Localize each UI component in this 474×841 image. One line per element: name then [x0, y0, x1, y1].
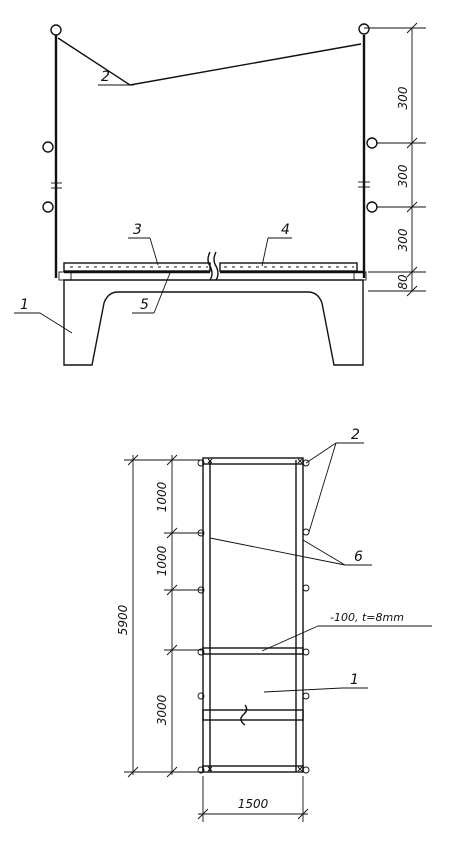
leader-plate — [261, 625, 319, 652]
dim-300-middle: 300 — [396, 164, 410, 187]
dim-tick — [166, 644, 178, 656]
leader-1-top — [39, 312, 73, 334]
right-post-top-knob — [358, 23, 370, 35]
dim-tick — [406, 266, 418, 278]
ring-right-3 — [302, 648, 310, 656]
dim-tick — [166, 766, 178, 778]
top-end-beam — [202, 457, 304, 465]
dim-tick — [166, 454, 178, 466]
ring-right-1 — [302, 528, 310, 536]
dim-300-upper: 300 — [396, 86, 410, 109]
dim-tick — [406, 22, 418, 34]
left-post-ring-lower — [42, 201, 54, 213]
top-beam-crosses — [207, 458, 303, 464]
leader-6-left — [209, 537, 346, 566]
bottom-end-beam — [202, 765, 304, 773]
ring-left-4 — [197, 692, 205, 700]
callout-1-top: 1 — [20, 297, 29, 313]
leader-3 — [149, 237, 159, 266]
dim-tick — [297, 808, 309, 820]
leader-2-bottom-b — [308, 442, 337, 533]
dim-tick — [127, 454, 139, 466]
corner-ring — [197, 766, 205, 774]
dim-tick — [406, 285, 418, 297]
leader-2-bottom-a — [305, 442, 337, 464]
right-post-ring-lower — [366, 201, 378, 213]
break-band — [202, 709, 304, 721]
right-post-ring-upper — [366, 137, 378, 149]
corner-ring — [302, 459, 310, 467]
dim-tick — [197, 808, 209, 820]
support-frame — [63, 279, 364, 366]
callout-2-bottom: 2 — [351, 427, 360, 443]
break-symbol — [240, 704, 248, 726]
cross-plate — [202, 647, 304, 655]
dim-3000: 3000 — [155, 694, 169, 725]
dim-300-lower: 300 — [396, 228, 410, 251]
dim-1000-upper: 1000 — [155, 481, 169, 512]
ring-right-2 — [302, 584, 310, 592]
dim-tick — [406, 137, 418, 149]
dim-tick — [406, 201, 418, 213]
leader-4 — [261, 237, 269, 267]
dim-1000-lower: 1000 — [155, 545, 169, 576]
leader-5 — [153, 272, 171, 314]
deck-break-left — [207, 251, 213, 281]
callout-6: 6 — [354, 549, 363, 565]
dim-1500: 1500 — [238, 797, 269, 811]
deck-break-right — [213, 251, 219, 281]
corner-ring — [302, 766, 310, 774]
left-post-top-knob — [50, 24, 62, 36]
left-bearing — [58, 271, 72, 281]
ring-left-3 — [197, 648, 205, 656]
dim-80: 80 — [396, 274, 410, 290]
callout-1-bottom: 1 — [350, 672, 359, 688]
callout-4: 4 — [281, 222, 290, 238]
dim-tick — [127, 766, 139, 778]
callout-2-top: 2 — [101, 69, 110, 85]
dim-tick — [166, 584, 178, 596]
cable-right — [129, 43, 362, 86]
ring-right-4 — [302, 692, 310, 700]
leader-1-bottom — [263, 687, 343, 693]
callout-3: 3 — [133, 222, 142, 238]
left-post-ring-upper — [42, 141, 54, 153]
callout-5: 5 — [140, 297, 149, 313]
dim-5900: 5900 — [116, 604, 130, 635]
cable-left — [57, 37, 131, 86]
plan-view: 1000 1000 3000 5900 1500 2 6 -100, t=8mm — [116, 427, 432, 822]
leader-6-right — [302, 539, 346, 566]
section-view: 300 300 300 80 2 3 4 5 1 — [14, 22, 426, 366]
plate-note: -100, t=8mm — [330, 611, 404, 624]
dim-tick — [166, 527, 178, 539]
bottom-beam-crosses — [207, 766, 303, 772]
